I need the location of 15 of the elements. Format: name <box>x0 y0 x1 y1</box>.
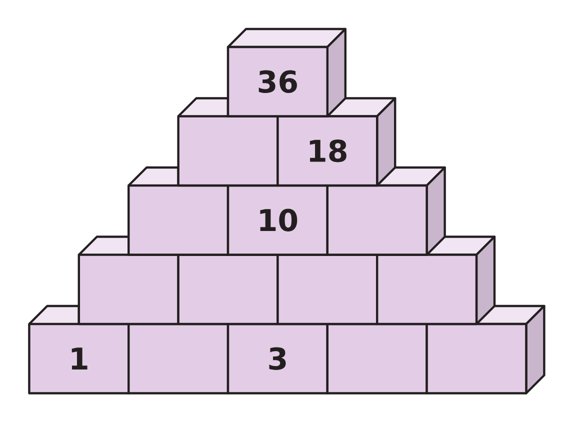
pyramid-block: 10 <box>226 184 328 256</box>
pyramid-block <box>376 236 496 326</box>
pyramid-block <box>128 166 230 256</box>
pyramid-block <box>426 304 546 394</box>
pyramid-block: 18 <box>276 97 396 187</box>
pyramid-block <box>177 97 279 187</box>
pyramid-block <box>276 254 378 326</box>
pyramid-block <box>326 322 428 394</box>
pyramid-block <box>128 322 230 394</box>
pyramid-block <box>78 236 180 326</box>
pyramid-block <box>326 166 446 256</box>
pyramid-block: 36 <box>226 28 346 118</box>
pyramid-block: 1 <box>28 304 130 394</box>
pyramid-block <box>177 254 279 326</box>
pyramid-block: 3 <box>226 322 328 394</box>
